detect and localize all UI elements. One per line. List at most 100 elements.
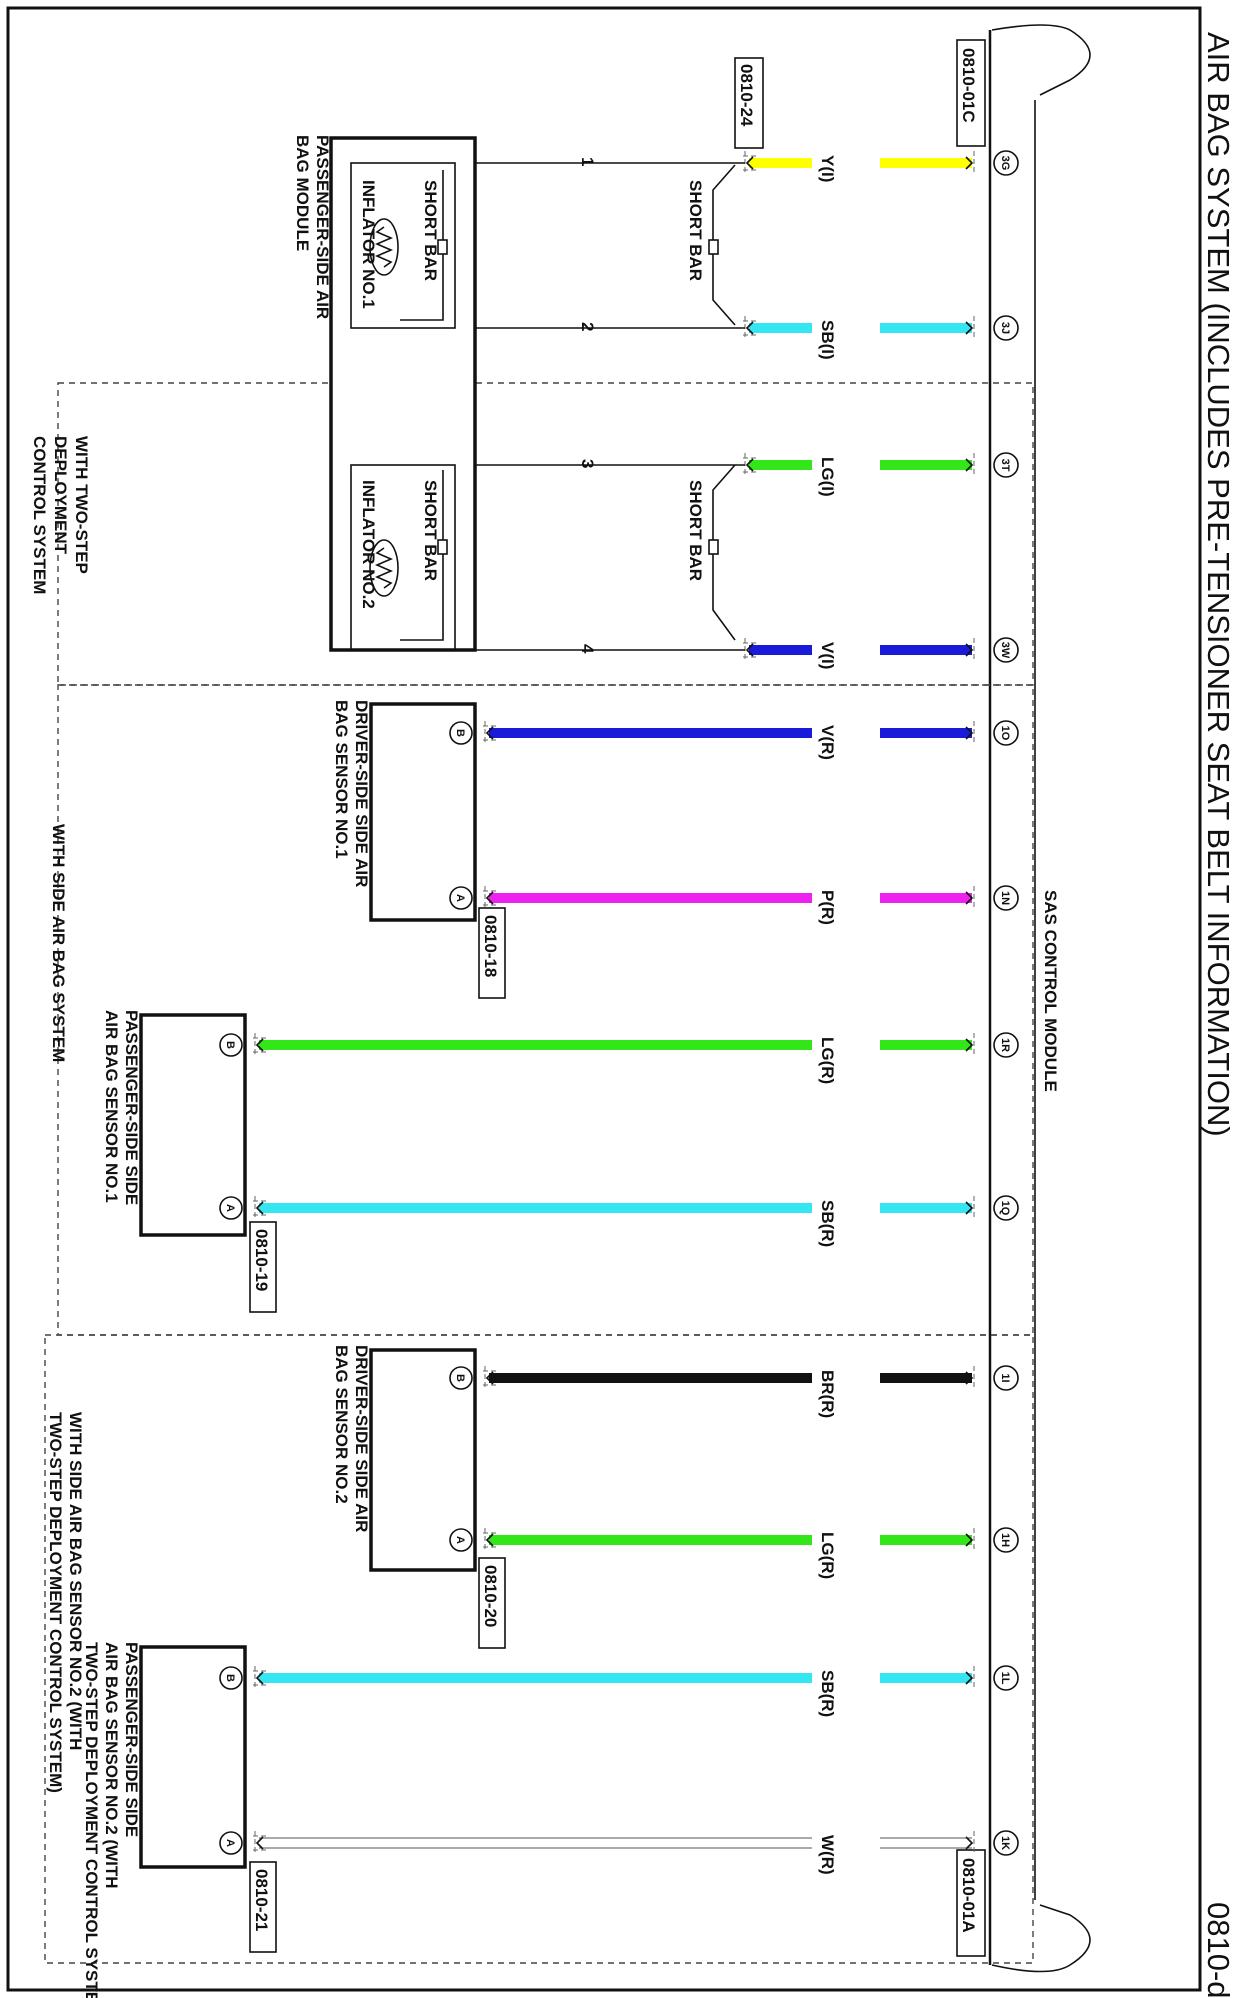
wire-1r: LG(R) 1R B <box>219 1032 1019 1084</box>
group-side-box <box>57 684 1034 1336</box>
svg-text:3J: 3J <box>999 322 1011 334</box>
group-two-step-label: WITH TWO-STEP DEPLOYMENT CONTROL SYSTEM <box>30 436 91 594</box>
wire-1k: W(R)1KA <box>219 1830 1019 1875</box>
wire-label: SB(I) <box>818 320 837 360</box>
group-side-label: WITH SIDE AIR BAG SYSTEM <box>49 824 68 1062</box>
sensor-pin-a: A <box>449 886 473 910</box>
wire-3w: V(I) 3W 4 <box>475 637 1019 669</box>
sensor-driver-side-2: DRIVER-SIDE SIDE AIR BAG SENSOR NO.2 081… <box>332 1345 506 1649</box>
sensor-pin-b: B <box>219 1033 243 1057</box>
svg-text:1L: 1L <box>999 1672 1011 1685</box>
svg-text:0810-18: 0810-18 <box>481 915 500 977</box>
wire-3g: Y(I) 3G 1 <box>475 150 1019 182</box>
passenger-air-bag-module: SHORT BAR SHORT BAR INFLATOR NO.1 INFLAT… <box>293 135 477 652</box>
wire-label: V(I) <box>818 642 837 669</box>
pin-1l: 1L <box>993 1665 1019 1691</box>
svg-text:B: B <box>454 1374 466 1382</box>
pin-1i: 1I <box>993 1365 1019 1391</box>
svg-text:1O: 1O <box>999 726 1011 741</box>
svg-text:A: A <box>454 894 466 902</box>
inflator-2-resistor-icon <box>369 539 399 597</box>
svg-text:1H: 1H <box>999 1533 1011 1547</box>
pin-1n: 1N <box>993 885 1019 911</box>
wire-1o: V(R) 1O B <box>449 720 1019 760</box>
sensor-passenger-side-1: PASSENGER-SIDE SIDE AIR BAG SENSOR NO.1 … <box>102 1010 277 1313</box>
wire-label: LG(I) <box>818 457 837 497</box>
wire-1q: SB(R)1QA <box>219 1195 1019 1247</box>
svg-text:B: B <box>454 729 466 737</box>
svg-text:0810-19: 0810-19 <box>252 1229 271 1291</box>
sensor-pin-b: B <box>449 1366 473 1390</box>
svg-text:CONTROL SYSTEM: CONTROL SYSTEM <box>30 436 49 594</box>
svg-text:WITH SIDE AIR BAG SENSOR NO.2: WITH SIDE AIR BAG SENSOR NO.2 (WITH <box>66 1412 85 1750</box>
pin-3j: 3J <box>993 315 1019 341</box>
svg-text:BAG SENSOR NO.2: BAG SENSOR NO.2 <box>332 1345 351 1504</box>
svg-text:DRIVER-SIDE SIDE AIR: DRIVER-SIDE SIDE AIR <box>352 700 371 887</box>
wire-label: V(R) <box>818 725 837 760</box>
svg-text:SHORT BAR: SHORT BAR <box>686 480 705 581</box>
wire-1i: BR(R) 1I B <box>449 1365 1019 1418</box>
wire-1n: P(R)1NA <box>449 885 1019 925</box>
sas-control-module: SAS CONTROL MODULE <box>988 24 1091 1973</box>
svg-text:SHORT BAR: SHORT BAR <box>686 180 705 281</box>
connector-short-bar-1-icon <box>708 239 719 255</box>
wire-label: BR(R) <box>818 1370 837 1418</box>
svg-text:3W: 3W <box>999 642 1011 659</box>
svg-text:0810-01A: 0810-01A <box>959 1858 978 1933</box>
wire-label: LG(R) <box>818 1037 837 1084</box>
svg-text:1R: 1R <box>999 1038 1011 1052</box>
svg-text:0810-24: 0810-24 <box>737 64 756 127</box>
svg-text:B: B <box>224 1674 236 1682</box>
pin-1o: 1O <box>993 720 1019 746</box>
wire-3t: LG(I)3T3 <box>475 452 1019 497</box>
wire-1h: LG(R) 1H A <box>449 1527 1019 1579</box>
svg-text:B: B <box>224 1041 236 1049</box>
connector-0810-01c: 0810-01C <box>956 39 986 147</box>
svg-text:INFLATOR NO.1: INFLATOR NO.1 <box>359 180 378 309</box>
connector-0810-01a: 0810-01A <box>956 1849 986 1957</box>
svg-text:SHORT BAR: SHORT BAR <box>421 180 440 281</box>
sas-control-module-label: SAS CONTROL MODULE <box>1041 890 1060 1092</box>
svg-text:A: A <box>224 1204 236 1212</box>
group-side-two-step-box <box>44 1334 1034 1964</box>
svg-text:0810-20: 0810-20 <box>481 1565 500 1627</box>
svg-text:1K: 1K <box>999 1836 1011 1850</box>
page-id: 0810-d <box>1201 1902 1236 1998</box>
pin-3g: 3G <box>993 150 1019 176</box>
module-pin-number: 2 <box>578 322 597 331</box>
sensor-pin-a: A <box>449 1528 473 1552</box>
pin-1q: 1Q <box>993 1195 1019 1221</box>
wire-label: LG(R) <box>818 1532 837 1579</box>
svg-text:3G: 3G <box>999 156 1011 171</box>
wire-label: SB(R) <box>818 1670 837 1717</box>
connector-0810-24: 0810-24 SHORT BAR SHORT BAR <box>686 57 764 641</box>
sensor-passenger-side-2: PASSENGER-SIDE SIDE AIR BAG SENSOR NO.2 … <box>82 1642 277 1998</box>
inflator-1-resistor-icon <box>369 218 399 276</box>
svg-text:INFLATOR NO.2: INFLATOR NO.2 <box>359 480 378 609</box>
wire-label: Y(I) <box>818 155 837 182</box>
sensor-pin-a: A <box>219 1196 243 1220</box>
svg-text:AIR BAG SENSOR NO.1: AIR BAG SENSOR NO.1 <box>102 1010 121 1203</box>
svg-text:PASSENGER-SIDE SIDE: PASSENGER-SIDE SIDE <box>122 1010 141 1205</box>
wire-1l: SB(R) 1L B <box>219 1665 1019 1717</box>
svg-text:TWO-STEP DEPLOYMENT CONTROL SY: TWO-STEP DEPLOYMENT CONTROL SYSTEM) <box>46 1412 65 1793</box>
svg-text:A: A <box>454 1536 466 1544</box>
svg-text:BAG SENSOR NO.1: BAG SENSOR NO.1 <box>332 700 351 859</box>
svg-text:PASSENGER-SIDE SIDE: PASSENGER-SIDE SIDE <box>122 1642 141 1837</box>
svg-text:1Q: 1Q <box>999 1201 1011 1216</box>
svg-text:0810-01C: 0810-01C <box>959 48 978 123</box>
svg-text:A: A <box>224 1839 236 1847</box>
module-pin-number: 4 <box>578 644 597 654</box>
svg-text:3T: 3T <box>999 459 1011 472</box>
svg-text:WITH TWO-STEP: WITH TWO-STEP <box>72 436 91 574</box>
pin-3t: 3T <box>993 452 1019 478</box>
module-pin-number: 1 <box>578 157 597 166</box>
sensor-pin-b: B <box>449 721 473 745</box>
svg-text:WITH SIDE AIR BAG SYSTEM: WITH SIDE AIR BAG SYSTEM <box>49 824 68 1062</box>
svg-text:PASSENGER-SIDE AIR: PASSENGER-SIDE AIR <box>313 135 332 319</box>
svg-text:SHORT BAR: SHORT BAR <box>421 480 440 581</box>
wires: Y(I)3G1SB(I)3J2LG(I)3T3V(I)3W4V(R)1OBP(R… <box>219 150 1019 1875</box>
svg-text:DEPLOYMENT: DEPLOYMENT <box>51 436 70 555</box>
svg-text:1N: 1N <box>999 891 1011 905</box>
